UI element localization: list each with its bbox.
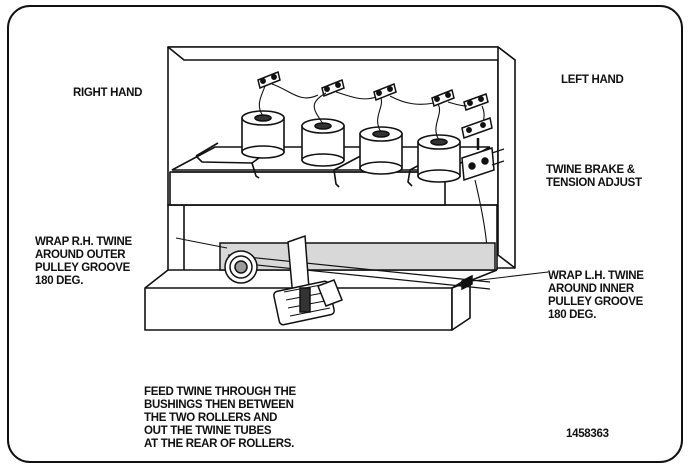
roller-assembly [219,234,496,326]
twine-cone-3 [359,126,403,175]
wrap-lh-line-1: WRAP L.H. TWINE [548,270,644,282]
twine-guide-2 [321,78,345,98]
twine-cone-1 [241,110,285,159]
feed-line-4: OUT THE TWINE TUBES [144,425,272,437]
twine-guide-4 [431,88,455,108]
wrap-rh-line-2: AROUND OUTER [35,249,126,261]
twine-brake-line-2: TENSION ADJUST [546,177,642,189]
wrap-rh-line-3: PULLEY GROOVE [35,262,130,274]
pulley [224,250,258,284]
twine-guide-1 [257,70,281,90]
wrap-lh-line-2: AROUND INNER [548,283,634,295]
wrap-rh-line-4: 180 DEG. [35,275,84,287]
twine-cones [241,110,461,183]
feed-line-3: THE TWO ROLLERS AND [144,412,278,424]
twine-guides [257,70,489,111]
feed-line-2: BUSHINGS THEN BETWEEN [144,399,294,411]
wrap-rh-label: WRAP R.H. TWINE AROUND OUTER PULLEY GROO… [35,236,132,288]
twine-brake-label: TWINE BRAKE & TENSION ADJUST [546,164,642,190]
wrap-lh-line-3: PULLEY GROOVE [548,296,643,308]
wrap-rh-line-1: WRAP R.H. TWINE [35,236,132,248]
twine-brake-line-1: TWINE BRAKE & [546,164,635,176]
leader-lines [175,237,549,282]
twine-cone-4 [417,134,461,183]
part-number-label: 1458363 [566,428,609,440]
left-hand-label: LEFT HAND [561,74,624,86]
feed-twine-label: FEED TWINE THROUGH THE BUSHINGS THEN BET… [144,386,296,451]
feed-line-5: AT THE REAR OF ROLLERS. [144,438,295,450]
wrap-lh-line-4: 180 DEG. [548,309,597,321]
wrap-lh-label: WRAP L.H. TWINE AROUND INNER PULLEY GROO… [548,270,644,322]
rollers [273,234,343,326]
feed-line-1: FEED TWINE THROUGH THE [144,386,296,398]
twine-brake [461,117,505,182]
twine-cone-2 [301,118,345,167]
twine-guide-5 [463,93,489,111]
right-hand-label: RIGHT HAND [73,87,143,99]
